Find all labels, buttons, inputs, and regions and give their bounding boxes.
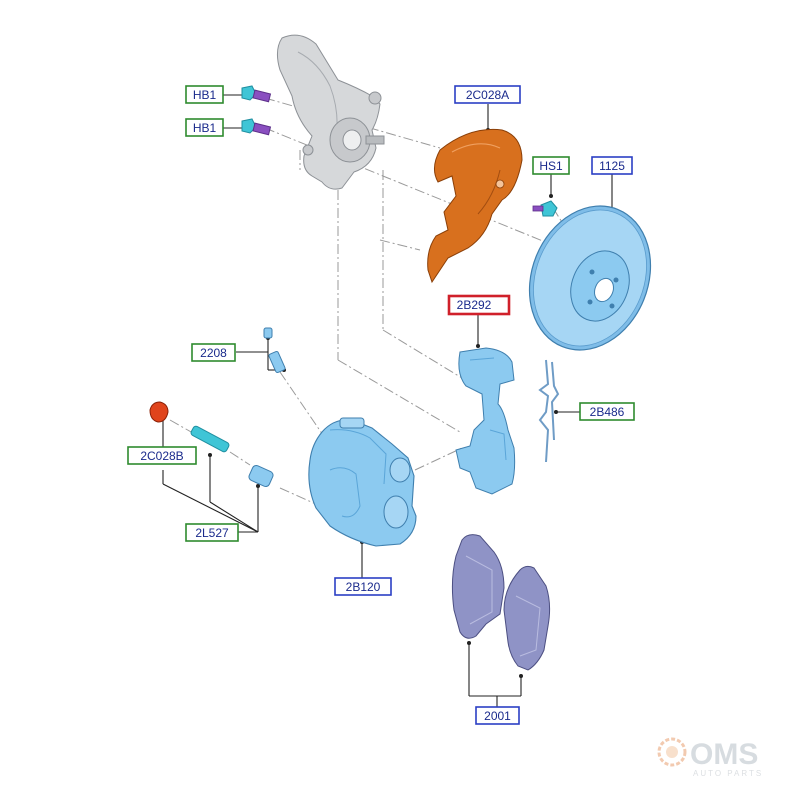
label-2b292: 2B292 <box>447 294 511 316</box>
label-2001: 2001 <box>475 706 520 725</box>
guide-pin-bolt <box>190 425 230 453</box>
brake-disc <box>528 205 652 351</box>
guide-pin-sleeve <box>248 464 274 488</box>
hub-bolt-bottom <box>241 118 272 136</box>
shield-screw <box>532 200 558 217</box>
label-hs1: HS1 <box>532 156 570 175</box>
label-2b486: 2B486 <box>579 402 635 421</box>
watermark-brand: OMS <box>690 738 758 771</box>
guide-pin-cap <box>149 401 169 423</box>
steering-knuckle <box>276 34 385 190</box>
label-1125: 1125 <box>591 156 633 175</box>
label-text: HB1 <box>193 88 217 102</box>
label-text: 1125 <box>599 159 625 173</box>
hub-bolt-top <box>241 85 272 103</box>
label-2c028a: 2C028A <box>454 85 521 104</box>
label-text: 2001 <box>484 709 511 723</box>
label-2c028b: 2C028B <box>127 446 197 465</box>
label-text: HS1 <box>539 159 563 173</box>
leader-lines <box>162 94 613 707</box>
label-text: HB1 <box>193 121 217 135</box>
label-text: 2L527 <box>195 526 229 540</box>
label-text: 2C028B <box>140 449 183 463</box>
bleed-screw <box>263 327 286 374</box>
brake-pad-outer <box>503 565 551 671</box>
label-hb1-top: HB1 <box>185 85 224 104</box>
watermark-tagline: AUTO PARTS <box>693 769 763 778</box>
label-text: 2B120 <box>346 580 381 594</box>
brake-pad-inner <box>451 534 505 639</box>
label-text: 2B486 <box>590 405 625 419</box>
label-text: 2C028A <box>466 88 509 102</box>
label-text: 2B292 <box>457 298 492 312</box>
brake-dust-shield <box>427 128 523 284</box>
label-hb1-bottom: HB1 <box>185 118 224 137</box>
label-text: 2208 <box>200 346 227 360</box>
label-2208: 2208 <box>191 343 236 362</box>
label-2b120: 2B120 <box>334 577 392 596</box>
anti-rattle-spring <box>538 359 560 463</box>
brake-caliper <box>308 417 417 547</box>
oms-watermark-logo: OMS AUTO PARTS <box>657 737 763 778</box>
label-2l527: 2L527 <box>185 523 239 542</box>
caliper-bracket <box>455 347 516 495</box>
